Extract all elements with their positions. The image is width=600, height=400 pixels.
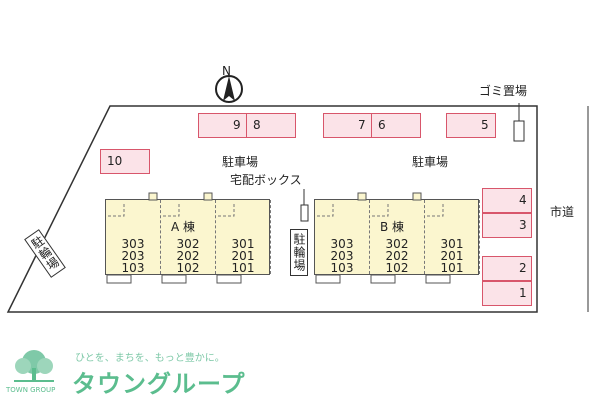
room: 303 <box>330 237 354 251</box>
parking-space-6: 6 <box>371 113 421 138</box>
parking-space-3: 3 <box>482 213 532 238</box>
room: 301 <box>440 237 464 251</box>
parking-space-9: 9 <box>198 113 248 138</box>
brand-tagline: ひとを、まちを、もっと豊かに。 <box>75 353 225 364</box>
parking-space-2: 2 <box>482 256 532 281</box>
garbage-label: ゴミ置場 <box>479 84 528 98</box>
building-b: 303 203 103 302 202 102 301 201 101 B 棟 <box>314 199 480 275</box>
room: 302 <box>176 237 200 251</box>
room: 102 <box>385 261 409 275</box>
parking-space-10: 10 <box>100 149 150 174</box>
room: 303 <box>121 237 145 251</box>
room: 202 <box>385 249 409 263</box>
room: 201 <box>440 249 464 263</box>
room: 103 <box>121 261 145 275</box>
garbage-area-icon <box>513 103 525 142</box>
building-b-name: B 棟 <box>379 218 406 235</box>
parking-right-label: 駐車場 <box>412 155 449 169</box>
unit-a-col-2: 302 202 102 <box>161 200 216 274</box>
bike-parking-center: 駐輪場 <box>290 229 308 276</box>
unit-a-col-3: 301 201 101 <box>216 200 271 274</box>
room: 103 <box>330 261 354 275</box>
room: 203 <box>330 249 354 263</box>
north-label: N <box>222 64 231 78</box>
parking-space-8: 8 <box>246 113 296 138</box>
room: 102 <box>176 261 200 275</box>
room: 101 <box>231 261 255 275</box>
town-group-logo <box>8 346 60 390</box>
north-arrow-icon <box>215 75 243 103</box>
room: 101 <box>440 261 464 275</box>
delivery-box-label: 宅配ボックス <box>230 173 302 187</box>
room: 201 <box>231 249 255 263</box>
delivery-box-icon <box>300 189 309 222</box>
parking-left-label: 駐車場 <box>222 155 259 169</box>
building-a-name: A 棟 <box>170 218 197 235</box>
parking-space-1: 1 <box>482 281 532 306</box>
unit-b-col-1: 303 203 103 <box>315 200 370 274</box>
parking-space-7: 7 <box>323 113 373 138</box>
brand-name: タウングループ <box>72 370 246 398</box>
parking-space-4: 4 <box>482 188 532 213</box>
room: 301 <box>231 237 255 251</box>
city-road-label: 市道 <box>550 205 575 219</box>
tree-logo-icon <box>14 350 54 382</box>
logo-subtext: TOWN GROUP <box>6 386 56 394</box>
room: 202 <box>176 249 200 263</box>
unit-b-col-2: 302 202 102 <box>370 200 425 274</box>
room: 203 <box>121 249 145 263</box>
parking-space-5: 5 <box>446 113 496 138</box>
unit-a-col-1: 303 203 103 <box>106 200 161 274</box>
building-a: 303 203 103 302 202 102 301 201 101 A 棟 <box>105 199 271 275</box>
room: 302 <box>385 237 409 251</box>
unit-b-col-3: 301 201 101 <box>425 200 480 274</box>
